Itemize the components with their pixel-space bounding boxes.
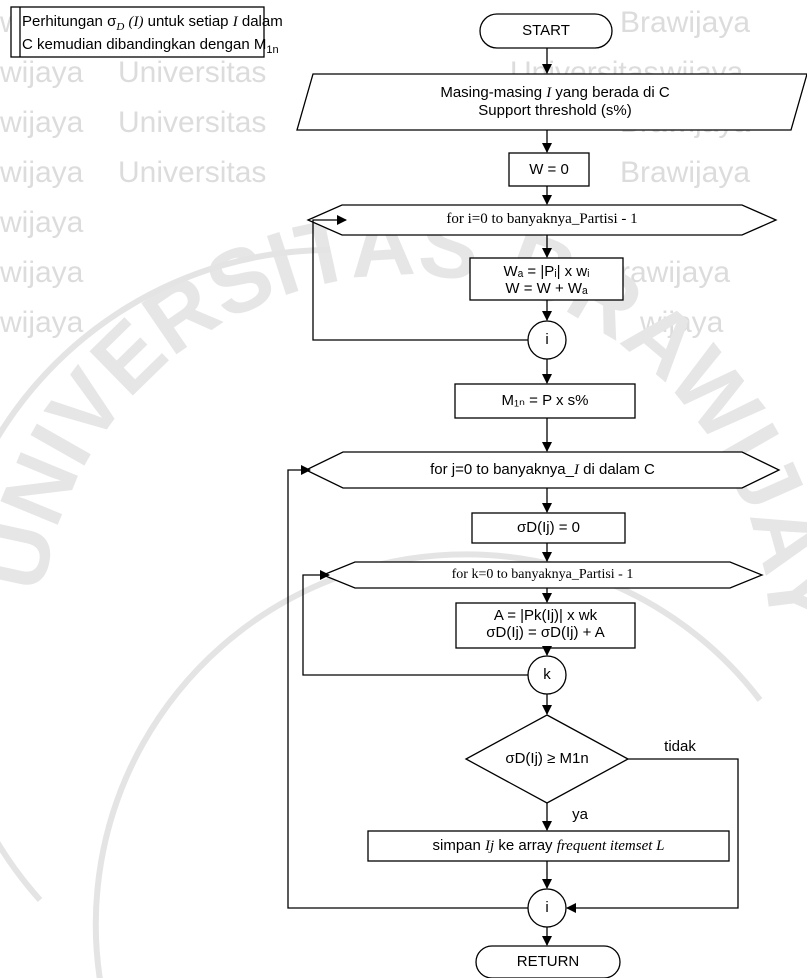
note-text: Perhitungan σD (I) untuk setiap I dalam …: [22, 13, 283, 56]
sigma-init-box: [471, 512, 626, 544]
return-terminator: [475, 945, 621, 978]
watermark-brand: Brawijaya: [620, 6, 750, 39]
watermark-brand: wijaya: [0, 156, 84, 189]
watermark-university: Universitas: [118, 156, 266, 189]
note-box: [10, 6, 265, 58]
sigma-init-label: σD(Ij) = 0: [516, 519, 581, 536]
calc-box: [455, 602, 636, 649]
watermark-brand: Brawijaya: [620, 156, 750, 189]
watermark-brand: wijaya: [639, 306, 724, 339]
connector-i-label: i: [545, 331, 549, 348]
watermark-brand: wijaya: [0, 306, 84, 339]
decision-label: σD(Ij) ≥ M1n: [505, 750, 589, 767]
watermark-brand: wijaya: [0, 106, 84, 139]
loop-j-label: for j=0 to banyaknya_I di dalam C: [430, 461, 655, 478]
save-label: simpan Ij ke array frequent itemset L: [432, 837, 665, 854]
min-support-box: [454, 383, 636, 419]
start-terminator: [479, 13, 613, 49]
calc-label: A = |Pk(Ij)| x wk σD(Ij) = σD(Ij) + A: [486, 607, 605, 641]
flow-arrows: [287, 48, 739, 946]
yes-branch-label: ya: [572, 806, 588, 823]
watermark-brand: wijaya: [0, 206, 84, 239]
flow-shapes: [10, 6, 807, 978]
init-w-box: [508, 152, 590, 187]
wa-box: [469, 257, 624, 301]
loop-i-label: for i=0 to banyaknya_Partisi - 1: [446, 211, 638, 227]
loop-i-hexagon: [306, 204, 778, 236]
watermark-brand: wijaya: [0, 256, 84, 289]
init-w-label: W = 0: [529, 161, 569, 178]
no-branch-label: tidak: [664, 738, 696, 755]
start-label: START: [522, 22, 570, 39]
wa-label: Wₐ = |Pᵢ| x wᵢ W = W + Wₐ: [503, 263, 590, 297]
connector-i2-label: i: [545, 899, 549, 916]
input-label: Masing-masing I yang berada di C Support…: [440, 84, 670, 119]
save-box: [367, 830, 730, 862]
return-label: RETURN: [516, 953, 580, 970]
input-parallelogram: [296, 73, 807, 131]
loop-k-label: for k=0 to banyaknya_Partisi - 1: [451, 567, 634, 582]
watermark-university: Universitas: [118, 56, 266, 89]
connector-k-label: k: [543, 666, 551, 683]
watermark-university: Universitas: [118, 106, 266, 139]
min-support-label: M₁ₙ = P x s%: [501, 392, 589, 409]
watermark-brand: wijaya: [0, 56, 84, 89]
